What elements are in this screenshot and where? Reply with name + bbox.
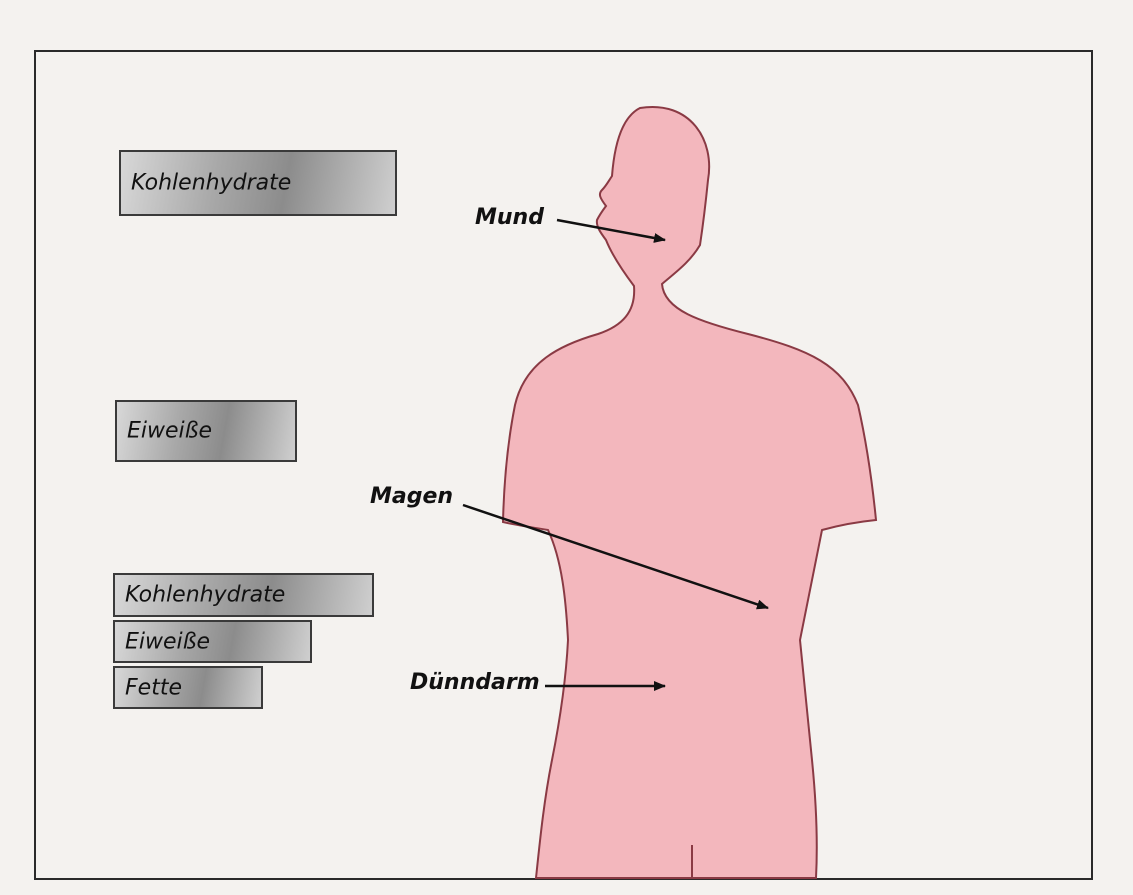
nutrient-label: Kohlenhydrate (125, 583, 285, 608)
nutrient-box-duenndarm-3: Fette (113, 666, 263, 709)
organ-label-duenndarm: Dünndarm (410, 670, 540, 695)
body-silhouette (503, 107, 876, 878)
nutrient-box-mund: Kohlenhydrate (119, 150, 397, 216)
organ-label-magen: Magen (370, 484, 453, 509)
organ-label-mund: Mund (475, 205, 544, 230)
nutrient-label: Eiweiße (127, 419, 212, 444)
nutrient-label: Kohlenhydrate (131, 171, 291, 196)
nutrient-box-duenndarm-2: Eiweiße (113, 620, 312, 663)
nutrient-label: Eiweiße (125, 629, 210, 654)
nutrient-box-magen: Eiweiße (115, 400, 297, 462)
nutrient-label: Fette (125, 675, 182, 700)
nutrient-box-duenndarm-1: Kohlenhydrate (113, 573, 374, 617)
